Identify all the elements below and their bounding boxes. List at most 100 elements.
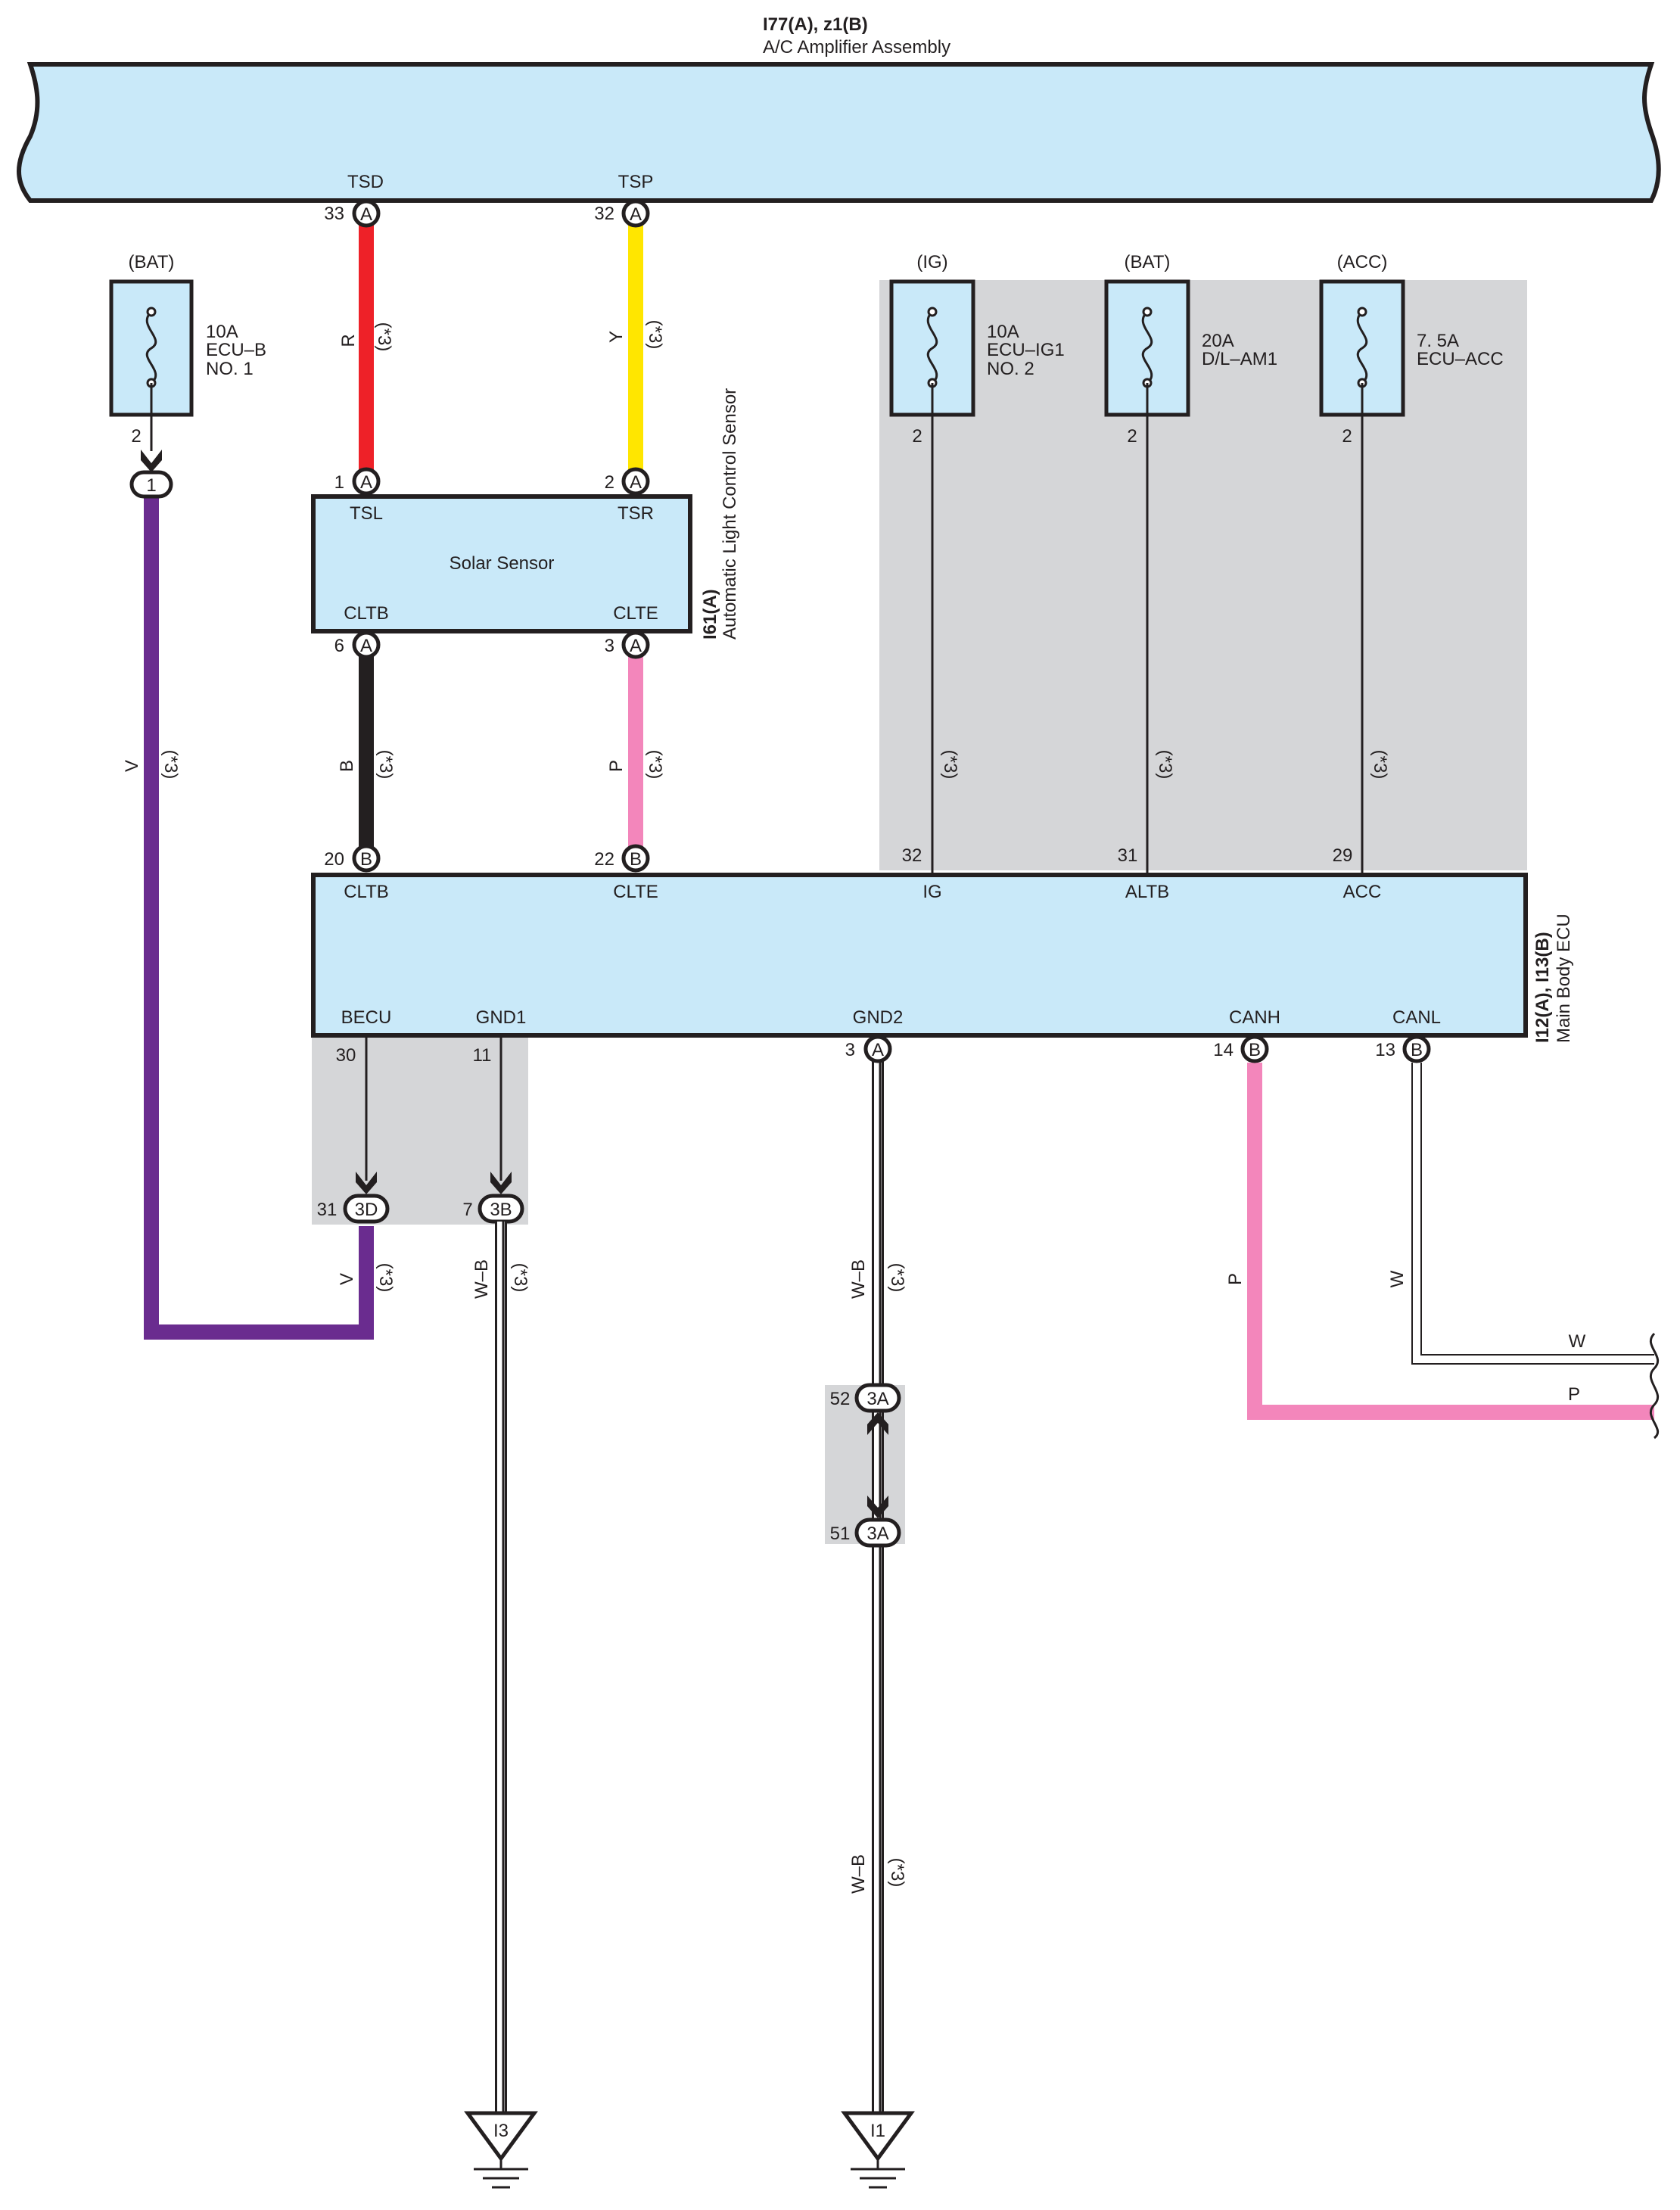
wire-pink-canh (1247, 1063, 1654, 1420)
junction-3d-label: 3D (355, 1200, 378, 1220)
junction-3a-top-label: 3A (866, 1389, 888, 1409)
ecu-pin-canh: CANH (1229, 1007, 1280, 1028)
terminal-sensor-clte (621, 630, 650, 659)
wire-note: (*3) (940, 750, 960, 780)
wire-label-wb: W–B (848, 1854, 869, 1894)
junction-3a-bottom (854, 1517, 901, 1548)
terminal-tsr (621, 467, 650, 496)
connector-arrow (490, 1172, 512, 1194)
terminal-letter: A (360, 204, 372, 225)
ecu-pin-ig: IG (922, 882, 941, 902)
wire-label-p: P (606, 760, 627, 772)
amplifier-box (17, 62, 1661, 203)
wire-label-v: V (337, 1273, 357, 1285)
solar-sensor-box (311, 494, 692, 633)
fuse-pin-number: 2 (912, 426, 922, 447)
solar-sensor-id: I61(A) (700, 589, 720, 640)
ground-i3-label: I3 (493, 2121, 509, 2141)
fuse-source-bat-1: (BAT) (129, 252, 175, 272)
pin-number-junction-3b: 7 (462, 1200, 472, 1220)
wire-label-b: B (337, 760, 357, 772)
pin-number-tsp: 32 (594, 204, 614, 224)
shade-junction-3d-3b (312, 1035, 528, 1225)
fuse-pin-number: 2 (1342, 426, 1352, 447)
pin-number-tsr: 2 (605, 472, 614, 493)
fuse-node (1357, 307, 1367, 317)
connector-arrow (356, 1172, 377, 1194)
pin-number-ig: 32 (902, 845, 922, 866)
ecu-pin-clte: CLTE (613, 882, 658, 902)
amplifier-name: A/C Amplifier Assembly (763, 37, 950, 58)
terminal-ecu-cltb (352, 844, 381, 873)
wire-note: (*3) (645, 320, 665, 350)
solar-sensor-name: Automatic Light Control Sensor (720, 388, 740, 640)
connector-1 (129, 470, 173, 499)
fuse-icon (926, 310, 938, 384)
terminal-letter: B (630, 849, 642, 870)
wire-break-icon (1649, 1332, 1660, 1440)
pin-number-ecu-cltb: 20 (324, 849, 344, 870)
solar-pin-cltb: CLTB (344, 603, 389, 624)
pin-number-canl: 13 (1375, 1040, 1395, 1060)
terminal-letter: B (1249, 1040, 1261, 1060)
terminal-gnd2 (863, 1035, 892, 1063)
wire-label-wb: W–B (471, 1259, 492, 1299)
pin-number-tsd: 33 (324, 204, 344, 224)
connector-arrow (141, 450, 162, 472)
connector-arrow (867, 1496, 888, 1518)
pin-number-ecu-clte: 22 (594, 849, 614, 870)
ground-i1-label: I1 (870, 2121, 885, 2141)
ecu-pin-gnd2: GND2 (853, 1007, 904, 1028)
wire-violet (144, 496, 374, 1340)
pin-number-junction-3a-bottom: 51 (830, 1524, 851, 1544)
ecu-pin-canl: CANL (1392, 1007, 1441, 1028)
wire-note: (*3) (645, 750, 665, 780)
fuse-node (146, 307, 157, 317)
fuse-node (1142, 307, 1153, 317)
ecu-pin-becu: BECU (341, 1007, 392, 1028)
solar-pin-tsl: TSL (350, 503, 383, 524)
connector-arrow (867, 1412, 888, 1435)
wire-label-r: R (338, 334, 359, 347)
ecu-pin-gnd1: GND1 (476, 1007, 527, 1028)
fuse-rating: 10A (987, 322, 1019, 342)
terminal-canh (1240, 1035, 1269, 1063)
terminal-tsl (352, 467, 381, 496)
terminal-tsd (352, 199, 381, 228)
amplifier-id: I77(A), z1(B) (763, 14, 868, 35)
connector-1-label: 1 (146, 475, 156, 496)
fuse-node (927, 307, 938, 317)
pin-number-altb: 31 (1118, 845, 1138, 866)
wire-note: (*3) (1370, 750, 1390, 780)
pin-number-acc: 29 (1333, 845, 1353, 866)
fuse-name: NO. 2 (987, 359, 1034, 379)
solar-pin-tsr: TSR (618, 503, 654, 524)
wire-note: (*3) (160, 750, 181, 780)
fuse-source-acc: (ACC) (1337, 252, 1388, 272)
pin-number-gnd1: 11 (473, 1045, 492, 1066)
terminal-letter: A (630, 636, 642, 656)
fuse-name: ECU–B (206, 340, 266, 360)
ecu-pin-altb: ALTB (1125, 882, 1169, 902)
pin-number-tsl: 1 (334, 472, 344, 493)
fuse-source-ig: (IG) (916, 252, 947, 272)
junction-3a-top (854, 1383, 901, 1413)
shade-fuse-area (879, 280, 1527, 870)
terminal-letter: A (630, 472, 642, 493)
pin-number-sensor-clte: 3 (605, 636, 614, 656)
fuse-rating: 20A (1202, 331, 1234, 351)
wire-note: (*3) (510, 1263, 530, 1293)
wire-note: (*3) (887, 1263, 907, 1293)
wire-label-wb: W–B (848, 1259, 869, 1299)
wire-label-p: P (1225, 1273, 1246, 1285)
terminal-letter: A (360, 636, 372, 656)
ground-i3 (464, 2111, 538, 2162)
terminal-ecu-clte (621, 844, 650, 873)
wire-label-p: P (1568, 1384, 1580, 1405)
wire-note: (*3) (374, 322, 394, 352)
terminal-letter: A (872, 1040, 884, 1060)
solar-pin-clte: CLTE (613, 603, 658, 624)
fuse-name: NO. 1 (206, 359, 254, 379)
terminal-letter: A (630, 204, 642, 225)
